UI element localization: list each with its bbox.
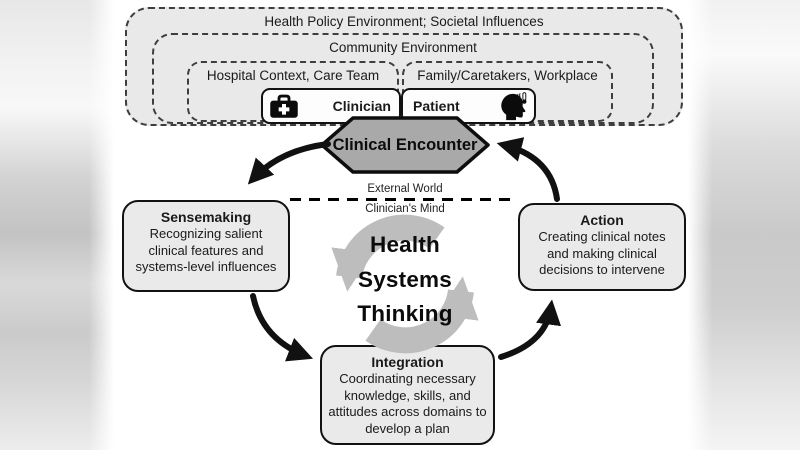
sensemaking-node: Sensemaking Recognizing salient clinical… <box>122 200 290 292</box>
arrow-sensemaking-to-integration <box>250 293 314 362</box>
clinicians-mind-label: Clinician's Mind <box>365 203 445 215</box>
integration-description: Coordinating necessary knowledge, skills… <box>328 371 487 436</box>
sensemaking-description: Recognizing salient clinical features an… <box>135 226 277 274</box>
integration-title: Integration <box>371 354 444 370</box>
patient-label: Patient <box>413 98 460 114</box>
integration-node: Integration Coordinating necessary knowl… <box>320 345 495 445</box>
action-title: Action <box>580 212 624 228</box>
first-aid-kit-icon <box>269 94 299 119</box>
community-environment-label: Community Environment <box>329 40 477 55</box>
background-gradient-left <box>0 0 114 450</box>
arrow-encounter-to-sensemaking <box>247 141 331 185</box>
arrow-action-to-encounter <box>496 137 560 202</box>
world-mind-divider-line <box>290 198 518 201</box>
health-systems-thinking-label: Health Systems Thinking <box>318 228 492 332</box>
background-gradient-right <box>688 0 800 450</box>
hst-line-3: Thinking <box>357 301 453 326</box>
patient-head-thermometer-icon <box>498 91 528 121</box>
hst-line-2: Systems <box>358 266 452 292</box>
hospital-context-label: Hospital Context, Care Team <box>206 68 380 83</box>
clinician-label: Clinician <box>332 98 391 114</box>
sensemaking-title: Sensemaking <box>160 209 252 225</box>
family-caretakers-label: Family/Caretakers, Workplace <box>417 68 598 83</box>
arrow-integration-to-action <box>498 299 562 360</box>
action-description: Creating clinical notes and making clini… <box>538 229 666 277</box>
action-node: Action Creating clinical notes and makin… <box>518 203 686 291</box>
clinical-encounter-label: Clinical Encounter <box>332 136 478 154</box>
external-world-label: External World <box>367 183 443 195</box>
health-policy-environment-label: Health Policy Environment; Societal Infl… <box>264 14 544 29</box>
hst-line-1: Health <box>370 232 440 257</box>
